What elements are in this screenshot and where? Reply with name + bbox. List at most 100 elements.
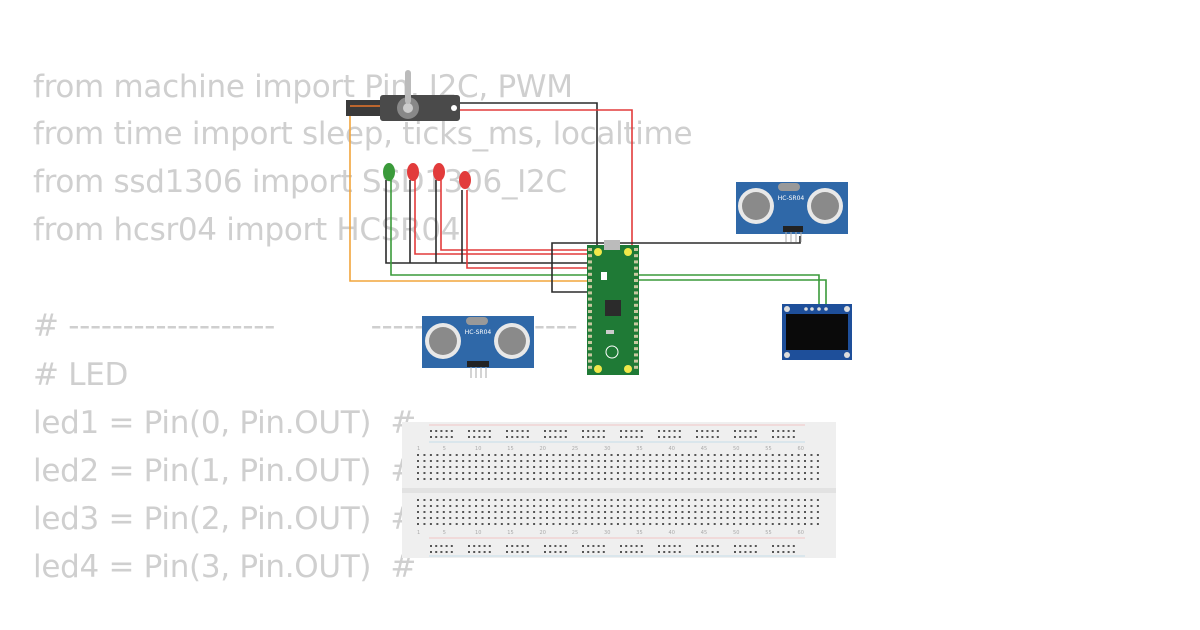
pico-pin[interactable] <box>588 254 592 258</box>
breadboard-hole[interactable] <box>726 472 729 474</box>
breadboard-hole[interactable] <box>675 517 677 519</box>
breadboard-hole[interactable] <box>494 505 497 507</box>
breadboard-hole[interactable] <box>539 460 542 462</box>
breadboard-hole[interactable] <box>539 523 542 525</box>
breadboard-hole[interactable] <box>544 545 546 547</box>
breadboard-hole[interactable] <box>587 551 590 553</box>
breadboard-hole[interactable] <box>668 517 671 519</box>
breadboard-hole[interactable] <box>810 505 813 507</box>
breadboard-hole[interactable] <box>630 551 633 553</box>
breadboard-hole[interactable] <box>440 430 443 432</box>
breadboard-hole[interactable] <box>591 466 594 468</box>
breadboard-hole[interactable] <box>604 478 607 480</box>
breadboard-hole[interactable] <box>681 454 684 456</box>
breadboard-hole[interactable] <box>546 517 548 519</box>
breadboard-hole[interactable] <box>701 436 704 438</box>
breadboard-hole[interactable] <box>713 466 716 468</box>
breadboard-hole[interactable] <box>449 517 452 519</box>
breadboard-hole[interactable] <box>478 436 481 438</box>
breadboard-hole[interactable] <box>816 466 819 468</box>
breadboard-hole[interactable] <box>533 454 536 456</box>
breadboard-hole[interactable] <box>797 511 800 513</box>
breadboard-hole[interactable] <box>687 499 690 501</box>
breadboard-hole[interactable] <box>468 466 471 468</box>
breadboard-hole[interactable] <box>649 511 652 513</box>
breadboard-hole[interactable] <box>791 478 794 480</box>
breadboard-hole[interactable] <box>694 499 697 501</box>
breadboard-hole[interactable] <box>423 511 426 513</box>
breadboard-hole[interactable] <box>565 517 568 519</box>
breadboard-hole[interactable] <box>784 466 787 468</box>
breadboard-hole[interactable] <box>642 472 645 474</box>
breadboard-hole[interactable] <box>713 454 716 456</box>
breadboard-hole[interactable] <box>792 545 795 547</box>
breadboard-hole[interactable] <box>526 430 529 432</box>
breadboard-hole[interactable] <box>733 499 736 501</box>
breadboard-hole[interactable] <box>623 517 626 519</box>
breadboard-hole[interactable] <box>507 460 510 462</box>
breadboard-hole[interactable] <box>604 454 607 456</box>
breadboard-hole[interactable] <box>629 499 632 501</box>
breadboard-hole[interactable] <box>694 517 697 519</box>
breadboard-hole[interactable] <box>629 505 632 507</box>
breadboard-hole[interactable] <box>620 436 622 438</box>
breadboard-hole[interactable] <box>449 505 452 507</box>
breadboard-hole[interactable] <box>758 472 761 474</box>
breadboard-hole[interactable] <box>713 517 716 519</box>
breadboard-hole[interactable] <box>707 454 710 456</box>
breadboard-hole[interactable] <box>668 505 671 507</box>
breadboard-hole[interactable] <box>604 511 607 513</box>
breadboard-hole[interactable] <box>620 545 622 547</box>
breadboard-hole[interactable] <box>635 551 638 553</box>
breadboard-hole[interactable] <box>564 551 567 553</box>
led-4[interactable] <box>459 171 471 189</box>
breadboard-hole[interactable] <box>455 460 458 462</box>
breadboard-hole[interactable] <box>636 523 639 525</box>
breadboard-hole[interactable] <box>526 460 529 462</box>
breadboard-hole[interactable] <box>511 545 514 547</box>
breadboard-hole[interactable] <box>694 472 697 474</box>
breadboard-hole[interactable] <box>546 454 548 456</box>
breadboard-hole[interactable] <box>544 551 546 553</box>
breadboard-hole[interactable] <box>782 430 785 432</box>
pico-pin[interactable] <box>588 359 592 363</box>
breadboard-hole[interactable] <box>610 472 613 474</box>
breadboard-hole[interactable] <box>739 478 742 480</box>
breadboard-hole[interactable] <box>449 478 452 480</box>
breadboard-hole[interactable] <box>442 466 445 468</box>
breadboard-hole[interactable] <box>436 478 439 480</box>
breadboard-hole[interactable] <box>565 505 568 507</box>
breadboard-hole[interactable] <box>462 478 465 480</box>
breadboard-hole[interactable] <box>700 517 703 519</box>
breadboard-hole[interactable] <box>526 478 529 480</box>
breadboard-hole[interactable] <box>442 478 445 480</box>
breadboard-hole[interactable] <box>739 472 742 474</box>
breadboard-hole[interactable] <box>777 436 780 438</box>
pico-pin[interactable] <box>634 365 638 369</box>
breadboard-hole[interactable] <box>429 460 432 462</box>
breadboard-hole[interactable] <box>749 545 752 547</box>
breadboard-hole[interactable] <box>417 505 419 507</box>
breadboard-hole[interactable] <box>565 472 568 474</box>
breadboard-hole[interactable] <box>687 523 690 525</box>
breadboard-hole[interactable] <box>623 523 626 525</box>
breadboard-hole[interactable] <box>696 430 698 432</box>
breadboard-hole[interactable] <box>546 499 548 501</box>
breadboard-hole[interactable] <box>636 478 639 480</box>
breadboard-hole[interactable] <box>513 499 516 501</box>
breadboard-hole[interactable] <box>810 517 813 519</box>
breadboard-hole[interactable] <box>804 466 806 468</box>
breadboard-hole[interactable] <box>610 511 613 513</box>
breadboard-hole[interactable] <box>658 545 660 547</box>
breadboard-hole[interactable] <box>745 523 748 525</box>
breadboard-hole[interactable] <box>500 511 503 513</box>
breadboard-hole[interactable] <box>571 460 574 462</box>
breadboard-hole[interactable] <box>565 511 568 513</box>
breadboard-hole[interactable] <box>449 472 452 474</box>
breadboard-hole[interactable] <box>450 430 453 432</box>
breadboard-hole[interactable] <box>552 478 555 480</box>
breadboard-hole[interactable] <box>754 430 757 432</box>
breadboard-hole[interactable] <box>707 517 710 519</box>
led-1[interactable] <box>383 163 395 181</box>
breadboard-hole[interactable] <box>655 454 658 456</box>
